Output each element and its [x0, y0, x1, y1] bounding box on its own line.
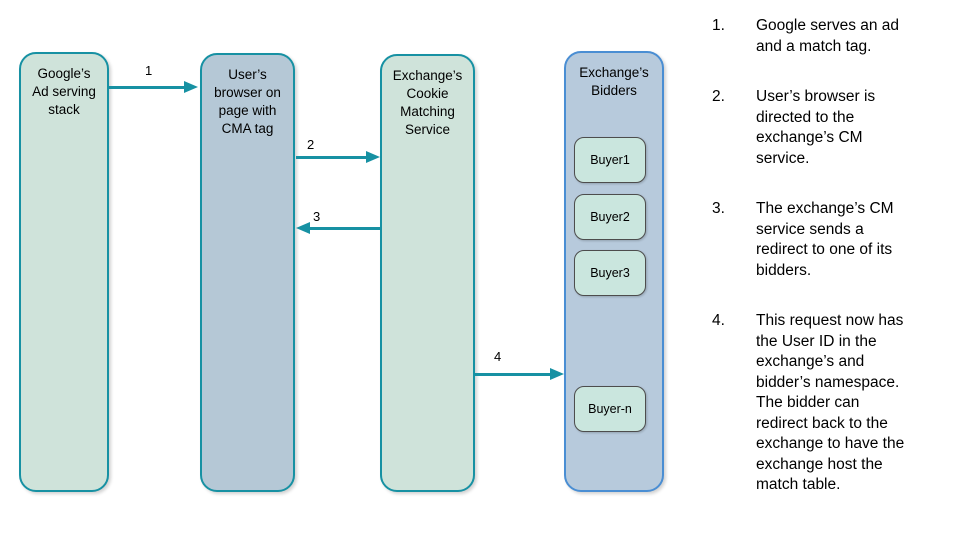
- node-exchange-bidders: Exchange’s Bidders Buyer1 Buyer2 Buyer3 …: [564, 51, 664, 492]
- step-3-text: The exchange’s CM service sends a redire…: [756, 200, 894, 279]
- step-2-text: User’s browser is directed to the exchan…: [756, 88, 876, 167]
- arrow-3-cm-to-browser: [296, 222, 380, 235]
- arrow-3-shaft: [308, 227, 380, 230]
- arrow-4-shaft: [474, 373, 552, 376]
- arrow-3-head-icon: [296, 222, 310, 234]
- steps-list: 1. Google serves an ad and a match tag. …: [712, 16, 940, 526]
- arrow-1-label: 1: [145, 63, 153, 78]
- step-2-number: 2.: [712, 88, 725, 105]
- buyer-box-2: Buyer2: [574, 194, 646, 240]
- arrow-2-head-icon: [366, 151, 380, 163]
- arrow-2-shaft: [296, 156, 368, 159]
- node-label-bidders: Exchange’s Bidders: [579, 65, 649, 98]
- arrow-4-label: 4: [494, 349, 502, 364]
- node-google-ad-serving-stack: Google’s Ad serving stack: [19, 52, 109, 492]
- step-3-number: 3.: [712, 200, 725, 217]
- node-label-browser: User’s browser on page with CMA tag: [214, 67, 281, 136]
- node-label-google: Google’s Ad serving stack: [32, 66, 96, 117]
- step-4-text: This request now has the User ID in the …: [756, 312, 905, 493]
- step-1-text: Google serves an ad and a match tag.: [756, 17, 900, 55]
- node-cookie-matching-service: Exchange’s Cookie Matching Service: [380, 54, 475, 492]
- arrow-1-google-to-browser: [108, 81, 198, 94]
- step-4-number: 4.: [712, 312, 725, 329]
- step-item-2: 2. User’s browser is directed to the exc…: [712, 87, 940, 169]
- step-1-number: 1.: [712, 17, 725, 34]
- arrow-1-shaft: [108, 86, 186, 89]
- arrow-3-label: 3: [313, 209, 321, 224]
- buyer-box-n: Buyer-n: [574, 386, 646, 432]
- arrow-2-browser-to-cm: [296, 151, 380, 164]
- step-item-4: 4. This request now has the User ID in t…: [712, 311, 940, 496]
- arrow-1-head-icon: [184, 81, 198, 93]
- node-user-browser: User’s browser on page with CMA tag: [200, 53, 295, 492]
- step-item-1: 1. Google serves an ad and a match tag.: [712, 16, 940, 57]
- arrow-2-label: 2: [307, 137, 315, 152]
- step-item-3: 3. The exchange’s CM service sends a red…: [712, 199, 940, 281]
- buyer-box-1: Buyer1: [574, 137, 646, 183]
- arrow-4-cm-to-bidders: [474, 368, 564, 381]
- node-label-cm-service: Exchange’s Cookie Matching Service: [392, 68, 463, 137]
- arrow-4-head-icon: [550, 368, 564, 380]
- buyer-box-3: Buyer3: [574, 250, 646, 296]
